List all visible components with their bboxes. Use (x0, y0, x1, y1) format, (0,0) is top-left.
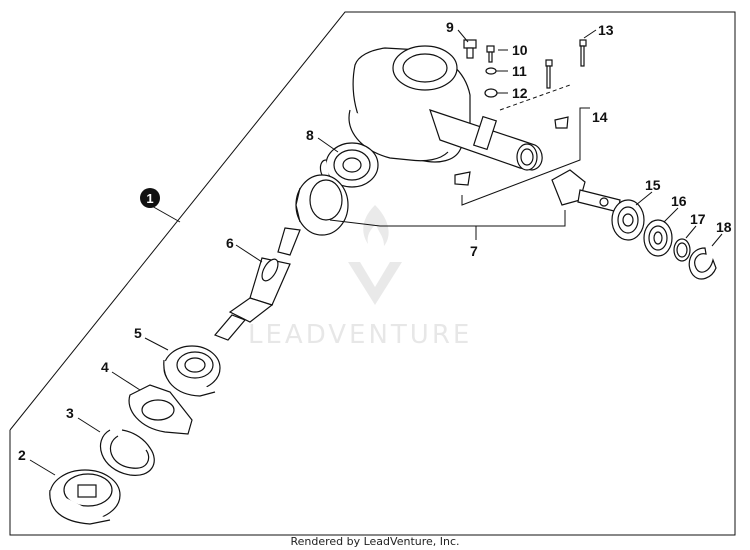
part-label-15: 15 (645, 177, 661, 193)
part-labels: 2 3 4 5 6 7 8 9 10 11 12 13 14 15 16 17 … (18, 19, 732, 463)
part-label-13: 13 (598, 22, 614, 38)
part-2-collar (49, 469, 121, 525)
part-label-2: 2 (18, 447, 26, 463)
part-4-plate (128, 384, 193, 435)
part-13-bolts (545, 39, 587, 89)
part-label-5: 5 (134, 325, 142, 341)
assembly-boundary (9, 11, 736, 536)
watermark-v-icon (348, 262, 402, 305)
part-12-washer (484, 88, 498, 98)
part-label-17: 17 (690, 211, 706, 227)
part-label-11: 11 (512, 63, 527, 79)
part-14-clamp (454, 116, 569, 186)
part-17-shim (673, 238, 691, 262)
part-label-6: 6 (226, 235, 234, 251)
part-label-4: 4 (101, 359, 109, 375)
watermark-flame-icon (363, 205, 389, 246)
part-7-pinion-gear (551, 169, 621, 213)
part-18-snap-ring (688, 247, 717, 280)
part-15-bearing (611, 199, 645, 241)
part-3-snap-ring (100, 429, 155, 476)
part-label-12: 12 (512, 85, 528, 101)
watermark: LEADVENTURE (248, 205, 472, 350)
leader-lines (29, 29, 723, 476)
part-6-shaft (213, 227, 301, 341)
part-label-3: 3 (66, 405, 74, 421)
part-label-10: 10 (512, 42, 528, 58)
part-label-7: 7 (470, 243, 478, 259)
part-label-16: 16 (671, 193, 687, 209)
part-5-bearing (163, 345, 221, 397)
part-label-8: 8 (306, 127, 314, 143)
assembly-callout-1: 1 (140, 188, 160, 208)
assembly-label: 1 (146, 191, 153, 206)
part-16-bearing (643, 219, 673, 257)
part-10-bolt (486, 45, 495, 63)
gear-case-housing (348, 45, 543, 171)
footer-credit: Rendered by LeadVenture, Inc. (290, 535, 459, 548)
part-label-14: 14 (592, 109, 608, 125)
watermark-text: LEADVENTURE (248, 320, 472, 350)
part-label-9: 9 (446, 19, 454, 35)
part-label-18: 18 (716, 219, 732, 235)
part-9-bolt (463, 39, 477, 59)
part-7-bevel-gear (295, 174, 349, 236)
part-11-washer (485, 67, 497, 75)
